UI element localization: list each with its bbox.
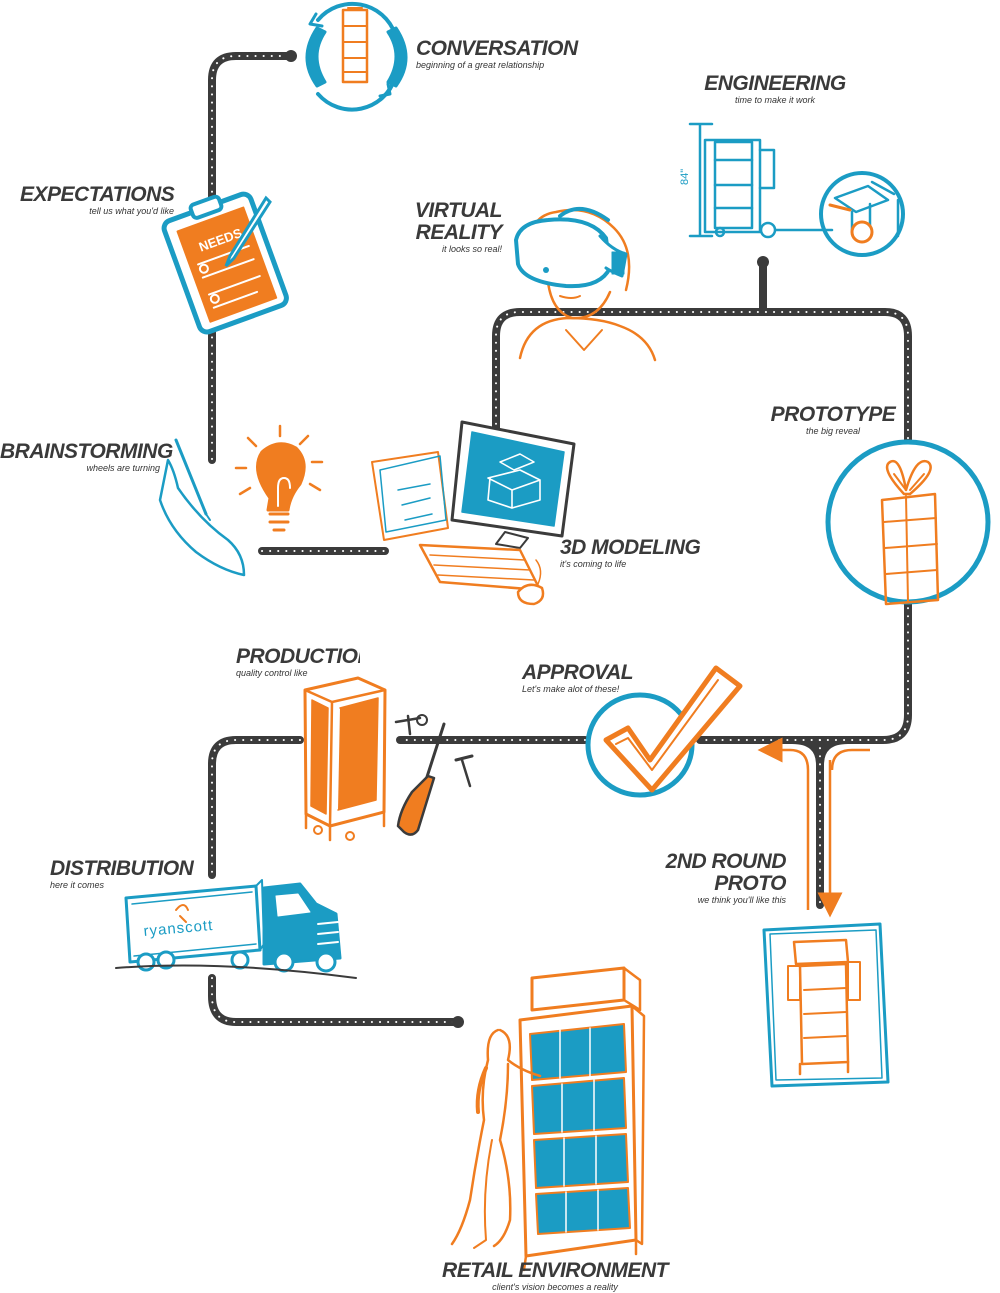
step-engineering: ENGINEERING time to make it work — [700, 73, 850, 106]
step-subtitle: we think you'll like this — [640, 895, 786, 906]
step-subtitle: the big reveal — [770, 426, 896, 437]
computer-icon — [372, 422, 574, 604]
step-subtitle: client's vision becomes a reality — [420, 1282, 690, 1293]
step-subtitle: wheels are turning — [0, 463, 160, 474]
step-subtitle: time to make it work — [700, 95, 850, 106]
step-retail-environment: RETAIL ENVIRONMENT client's vision becom… — [420, 1260, 690, 1293]
step-expectations: EXPECTATIONS tell us what you'd like — [20, 184, 174, 217]
step-title: CONVERSATION — [416, 38, 578, 60]
step-title: APPROVAL — [522, 662, 633, 684]
step-conversation: CONVERSATION beginning of a great relati… — [416, 38, 578, 71]
vr-headset-icon — [516, 209, 655, 360]
proto-sheet-icon — [764, 924, 888, 1086]
truck-icon: ryanscott — [116, 880, 356, 978]
step-subtitle: tell us what you'd like — [20, 206, 174, 217]
step-title: PRODUCTION — [236, 646, 360, 668]
step-distribution: DISTRIBUTION here it comes — [50, 858, 193, 891]
step-subtitle: it looks so real! — [380, 244, 502, 255]
step-3d-modeling: 3D MODELING it's coming to life — [560, 537, 700, 570]
step-production: PRODUCTION quality control like — [236, 646, 360, 679]
step-title: VIRTUAL REALITY — [380, 200, 502, 244]
step-subtitle: it's coming to life — [560, 559, 700, 570]
step-prototype: PROTOTYPE the big reveal — [770, 404, 896, 437]
step-title: 2nd ROUND PROTO — [640, 851, 786, 895]
clipboard-icon: NEEDS — [159, 185, 288, 334]
dimension-label: 84" — [679, 169, 691, 185]
screwdriver-icon — [305, 678, 472, 840]
step-title: BRAINSTORMING — [0, 441, 160, 463]
step-approval: APPROVAL Let's make alot of these! — [522, 662, 633, 695]
step-title: EXPECTATIONS — [20, 184, 174, 206]
step-subtitle: Let's make alot of these! — [522, 684, 633, 695]
step-title: DISTRIBUTION — [50, 858, 193, 880]
blueprint-icon: 84" — [679, 124, 903, 255]
step-second-round: 2nd ROUND PROTO we think you'll like thi… — [640, 851, 786, 906]
step-subtitle: here it comes — [50, 880, 193, 891]
step-title: RETAIL ENVIRONMENT — [420, 1260, 690, 1282]
step-title: 3D MODELING — [560, 537, 700, 559]
step-virtual-reality: VIRTUAL REALITY it looks so real! — [380, 200, 502, 255]
step-subtitle: beginning of a great relationship — [416, 60, 578, 71]
prototype-icon — [828, 442, 988, 604]
step-title: PROTOTYPE — [770, 404, 896, 426]
step-title: ENGINEERING — [700, 73, 850, 95]
step-brainstorming: BRAINSTORMING wheels are turning — [0, 441, 160, 474]
step-subtitle: quality control like — [236, 668, 360, 679]
retail-display-icon — [452, 968, 644, 1270]
phone-shelf-icon — [307, 4, 406, 110]
